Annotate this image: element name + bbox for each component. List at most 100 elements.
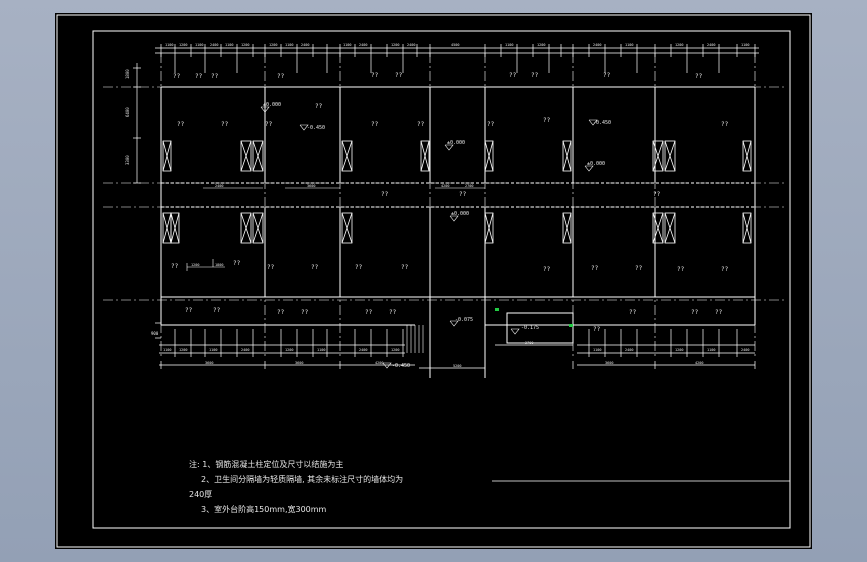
floor-plan-drawing[interactable]: 1100 1200 1100 2400 1100 1200 1200 1100 …	[55, 13, 812, 549]
room-label: ??	[653, 191, 661, 198]
dim-text: 2400	[707, 43, 715, 47]
dim-text: 1200	[241, 43, 249, 47]
room-label: ??	[221, 121, 229, 128]
dim-text: 1100	[225, 43, 233, 47]
column-boxes	[162, 140, 752, 244]
svg-text:-0.450: -0.450	[593, 120, 611, 126]
room-label: ??	[371, 121, 379, 128]
room-label: ??	[277, 73, 285, 80]
dim-text: 1100	[343, 43, 351, 47]
inner-frame	[92, 30, 791, 529]
inner-dimensions	[186, 187, 485, 271]
room-label: ??	[691, 309, 699, 316]
bottom-dimension-values: 1100 1200 1100 2400 1200 1100 2400 1200 …	[163, 341, 749, 368]
inner-dimension-values: 2400 3600 4200 2700 1200 1800	[191, 184, 473, 267]
svg-text:±0.000: ±0.000	[263, 102, 281, 108]
dim-text: 2400	[407, 43, 415, 47]
dim-text: 6400	[125, 107, 130, 117]
top-dimension-values: 1100 1200 1100 2400 1100 1200 1200 1100 …	[165, 43, 749, 47]
room-label: ??	[635, 265, 643, 272]
room-label: ??	[267, 264, 275, 271]
room-label: ??	[371, 72, 379, 79]
stair-lines	[406, 325, 424, 353]
dim-text: 1200	[391, 348, 399, 352]
dim-text: 2400	[241, 348, 249, 352]
dim-text: 1100	[317, 348, 325, 352]
dim-text: 2400	[741, 348, 749, 352]
dim-text: 1200	[179, 348, 187, 352]
room-label: ??	[629, 309, 637, 316]
room-label: ??	[395, 72, 403, 79]
cad-viewport[interactable]: 1100 1200 1100 2400 1100 1200 1200 1100 …	[55, 13, 812, 549]
dim-text: 1200	[537, 43, 545, 47]
room-label: ??	[487, 121, 495, 128]
note-line-3: 3、室外台阶高150mm,宽300mm	[201, 505, 327, 514]
room-label: ??	[213, 307, 221, 314]
dim-text: 1100	[741, 43, 749, 47]
column-box	[252, 212, 264, 244]
room-label: ??	[211, 73, 219, 80]
dim-text: 4200	[375, 361, 383, 365]
dim-text: 4200	[441, 184, 449, 188]
column-box	[742, 140, 752, 172]
room-label: ??	[715, 309, 723, 316]
column-box	[742, 212, 752, 244]
dim-text: 1200	[391, 43, 399, 47]
dim-text: 2700	[525, 341, 533, 345]
dim-text: 1200	[285, 348, 293, 352]
svg-text:±0.000: ±0.000	[447, 140, 465, 146]
level-marker: ±0.000	[260, 102, 281, 113]
top-dimension-chain	[155, 44, 759, 73]
column-box	[252, 140, 264, 172]
svg-text:±0.000: ±0.000	[451, 211, 469, 217]
dim-text: 1100	[195, 43, 203, 47]
column-box	[652, 140, 664, 172]
dim-text: 3600	[295, 361, 303, 365]
column-box	[341, 140, 353, 172]
svg-text:-0.175: -0.175	[521, 325, 539, 331]
dim-text: 1200	[179, 43, 187, 47]
dim-text: 4200	[695, 361, 703, 365]
dim-text: 1200	[675, 348, 683, 352]
dim-text: 2700	[465, 184, 473, 188]
room-label: ??	[459, 191, 467, 198]
room-label: ??	[177, 121, 185, 128]
left-dimension-values: 1800 6400 3300 900	[125, 69, 159, 336]
level-marker: ±0.000	[584, 161, 605, 172]
dim-text: 3600	[307, 184, 315, 188]
dim-text: 2400	[593, 43, 601, 47]
dim-text: 2400	[359, 43, 367, 47]
room-label: ??	[677, 266, 685, 273]
room-label: ??	[311, 264, 319, 271]
dim-text: 2400	[359, 348, 367, 352]
room-label: ??	[301, 309, 309, 316]
dim-text: 5200	[453, 364, 461, 368]
room-label: ??	[695, 73, 703, 80]
level-marker: -0.175	[510, 325, 539, 335]
dim-text: 3600	[605, 361, 613, 365]
dim-text: 1200	[191, 263, 199, 267]
green-mark	[495, 308, 499, 311]
dim-text: 1200	[675, 43, 683, 47]
column-box	[484, 212, 494, 244]
note-line-1: 注: 1、钢筋混凝土柱定位及尺寸以结施为主	[189, 460, 344, 469]
room-label: ??	[277, 309, 285, 316]
column-box	[240, 212, 252, 244]
room-label: ??	[591, 265, 599, 272]
room-label: ??	[173, 73, 181, 80]
dim-text: 1100	[505, 43, 513, 47]
column-box	[562, 140, 572, 172]
dim-text: 1100	[209, 348, 217, 352]
column-box	[484, 140, 494, 172]
dim-text: 900	[151, 331, 159, 336]
room-label: ??	[389, 309, 397, 316]
level-marker: ±0.000	[444, 140, 465, 151]
column-box	[664, 212, 676, 244]
level-marker: -0.450	[299, 124, 325, 131]
dim-text: 2400	[301, 43, 309, 47]
note-line-2b: 240厚	[189, 490, 213, 499]
dim-text: 1100	[593, 348, 601, 352]
level-marker: -0.075	[449, 317, 473, 327]
column-box	[341, 212, 353, 244]
bottom-dimension-chain	[159, 329, 756, 369]
